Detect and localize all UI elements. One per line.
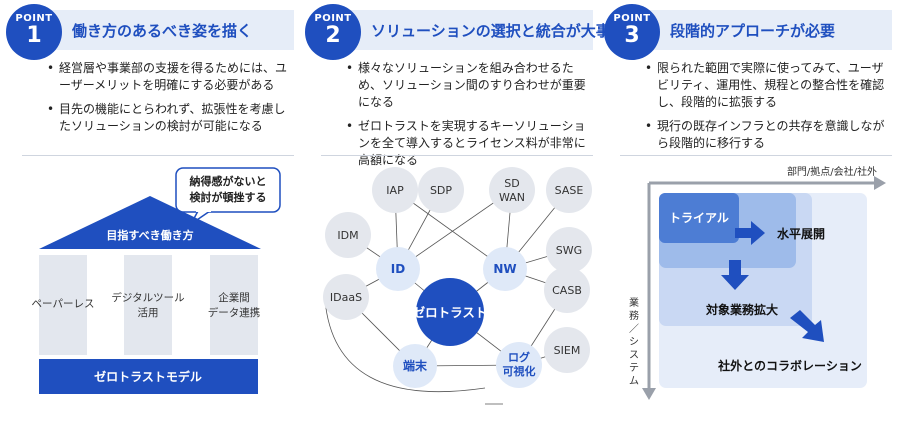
y-axis-char-7: ム: [629, 375, 639, 387]
point-3-number: 3: [624, 23, 640, 48]
pillar-1-label: ペーパーレス: [32, 298, 95, 310]
node-iap-label: IAP: [386, 184, 404, 197]
point-1-title-bar: 働き方のあるべき姿を描く: [32, 10, 294, 50]
point-2-column: POINT 2 ソリューションの選択と統合が大事 様々なソリューションを組み合わ…: [305, 0, 611, 428]
point-2-title-bar: ソリューションの選択と統合が大事: [331, 10, 611, 50]
arrow-right-icon: [735, 221, 765, 245]
node-casb-label: CASB: [552, 284, 582, 297]
point-3-title: 段階的アプローチが必要: [670, 21, 836, 40]
center-zero-trust: [416, 278, 484, 346]
point-3-badge-label: POINT: [613, 13, 651, 24]
point-1-divider: [22, 155, 294, 156]
hub-device: [393, 344, 437, 388]
point-1-badge: POINT 1: [6, 4, 62, 60]
point-2-bullet-2: ゼロトラストを実現するキーソリューションを全て導入するとライセンス料が非常に高額…: [345, 118, 595, 169]
y-axis-char-3: ／: [629, 323, 639, 335]
point-1-title: 働き方のあるべき姿を描く: [72, 21, 253, 40]
point-1-column: POINT 1 働き方のあるべき姿を描く 経営層や事業部の支援を得るためには、ユ…: [6, 0, 296, 428]
y-axis-char-6: テ: [629, 363, 639, 374]
hub-id: [376, 247, 420, 291]
horizontal-label: 水平展開: [777, 226, 825, 241]
center-zero-trust-label: ゼロトラスト: [413, 305, 488, 320]
trial-label: トライアル: [669, 211, 729, 225]
hub-device-label: 端末: [403, 358, 428, 373]
node-sdp: [418, 167, 464, 213]
node-sdwan: [489, 167, 535, 213]
point-1-bullet-2: 目先の機能にとらわれず、拡張性を考慮したソリューションの検討が可能になる: [46, 101, 296, 135]
x-axis-arrow: [874, 176, 886, 190]
y-axis-arrow: [642, 388, 656, 400]
phase-trial-area: [659, 193, 739, 243]
point-2-number: 2: [325, 23, 341, 48]
pillar-3-label-line-1: 企業間: [218, 291, 250, 304]
point-2-bullets: 様々なソリューションを組み合わせるため、ソリューション間のすり合わせが重要になる…: [345, 60, 595, 176]
point-2-bullet-1: 様々なソリューションを組み合わせるため、ソリューション間のすり合わせが重要になる: [345, 60, 595, 111]
hub-id-label: ID: [391, 262, 405, 276]
point-1-badge-label: POINT: [15, 13, 53, 24]
pillar-2-label-line-2: 活用: [138, 307, 159, 319]
callout-line-1: 納得感がないと: [190, 174, 267, 188]
node-iap: [372, 167, 418, 213]
callout-line-2: 検討が頓挫する: [190, 190, 267, 204]
pillar-1: [39, 255, 87, 355]
y-axis-label: 業 務 ／ シ ス テ ム: [629, 296, 639, 387]
pillar-3-label-line-2: データ連携: [208, 306, 261, 319]
hub-log-label-2: 可視化: [503, 364, 536, 378]
expand-label: 対象業務拡大: [705, 302, 778, 317]
node-swg: [546, 227, 592, 273]
hub-nw: [483, 247, 527, 291]
y-axis-char-2: 務: [629, 309, 639, 322]
node-sdp-label: SDP: [430, 184, 452, 197]
point-2-divider: [321, 155, 593, 156]
arrow-down-icon: [721, 260, 749, 290]
node-swg-label: SWG: [556, 244, 582, 257]
point-3-column: POINT 3 段階的アプローチが必要 限られた範囲で実際に使ってみて、ユーザビ…: [604, 0, 894, 428]
pillar-3: [210, 255, 258, 355]
point-2-title: ソリューションの選択と統合が大事: [371, 21, 611, 40]
house-diagram: 納得感がないと 検討が頓挫する 目指すべき働き方 ペーパーレス デジタルツール …: [32, 167, 281, 394]
roof-label: 目指すべき働き方: [106, 228, 193, 242]
y-axis-char-5: ス: [629, 350, 639, 361]
node-sase: [546, 167, 592, 213]
point-2-badge: POINT 2: [305, 4, 361, 60]
node-idaas-label: IDaaS: [330, 291, 362, 304]
house-base: [39, 359, 258, 394]
point-3-divider: [620, 155, 892, 156]
node-siem: [544, 327, 590, 373]
y-axis-char-4: シ: [629, 337, 639, 348]
point-2-badge-label: POINT: [314, 13, 352, 24]
point-3-title-bar: 段階的アプローチが必要: [630, 10, 892, 50]
pillar-2: [124, 255, 172, 355]
point-3-badge: POINT 3: [604, 4, 660, 60]
base-label: ゼロトラストモデル: [94, 369, 202, 384]
node-sase-label: SASE: [555, 184, 584, 197]
node-siem-label: SIEM: [554, 344, 581, 357]
point-1-bullet-1: 経営層や事業部の支援を得るためには、ユーザーメリットを明確にする必要がある: [46, 60, 296, 94]
hub-log: [496, 342, 542, 388]
callout-bubble: [175, 167, 281, 213]
phased-approach-diagram: 部門/拠点/会社/社外 業 務 ／ シ ス テ ム トライアル 水平展開 対象業…: [629, 165, 886, 400]
collab-label: 社外とのコラボレーション: [717, 358, 862, 373]
hub-nw-label: NW: [493, 262, 516, 276]
node-sdwan-label-1: SD: [504, 177, 519, 190]
point-1-number: 1: [26, 23, 42, 48]
pillar-2-label-line-1: デジタルツール: [111, 291, 184, 304]
arrow-diagonal-icon: [790, 310, 824, 342]
point-3-bullet-1: 限られた範囲で実際に使ってみて、ユーザビリティ、運用性、規程との整合性を確認し、…: [644, 60, 894, 111]
node-idaas: [323, 274, 369, 320]
house-roof: [39, 196, 261, 249]
node-idm: [325, 212, 371, 258]
point-3-bullets: 限られた範囲で実際に使ってみて、ユーザビリティ、運用性、規程との整合性を確認し、…: [644, 60, 894, 159]
solution-network-diagram: IAP SDP SD WAN SASE IDM SWG IDaaS CASB S…: [323, 167, 592, 405]
hub-log-label-1: ログ: [508, 350, 530, 364]
y-axis-char-1: 業: [629, 296, 639, 309]
node-casb: [544, 267, 590, 313]
point-3-bullet-2: 現行の既存インフラとの共存を意識しながら段階的に移行する: [644, 118, 894, 152]
x-axis-label: 部門/拠点/会社/社外: [787, 165, 877, 178]
point-1-bullets: 経営層や事業部の支援を得るためには、ユーザーメリットを明確にする必要がある 目先…: [46, 60, 296, 142]
node-idm-label: IDM: [337, 229, 358, 242]
node-sdwan-label-2: WAN: [499, 191, 525, 204]
